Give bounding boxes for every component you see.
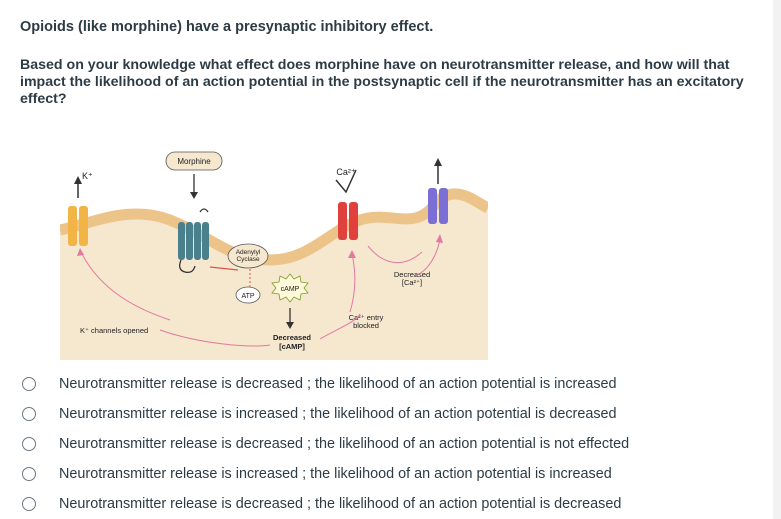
ca-entry-label-2: blocked bbox=[353, 321, 379, 330]
morphine-label: Morphine bbox=[177, 157, 211, 166]
radio-button[interactable] bbox=[22, 407, 36, 421]
answer-option-label[interactable]: Neurotransmitter release is increased ; … bbox=[59, 466, 612, 482]
adenylyl-label: Adenylyl bbox=[236, 249, 261, 256]
answer-option[interactable]: Neurotransmitter release is decreased ; … bbox=[22, 489, 762, 519]
answer-option-label[interactable]: Neurotransmitter release is decreased ; … bbox=[59, 496, 622, 512]
release-channel-icon bbox=[428, 158, 448, 224]
answer-option-label[interactable]: Neurotransmitter release is increased ; … bbox=[59, 406, 617, 422]
k-channels-label: K⁺ channels opened bbox=[80, 326, 148, 335]
decreased-camp-label-2: [cAMP] bbox=[279, 342, 305, 351]
decreased-ca-label-1: Decreased bbox=[394, 270, 430, 279]
k-ion-label: K⁺ bbox=[82, 171, 93, 181]
radio-button[interactable] bbox=[22, 497, 36, 511]
ca-entry-label-1: Ca²⁺ entry bbox=[349, 313, 384, 322]
question-text: Based on your knowledge what effect does… bbox=[20, 57, 744, 107]
opioid-receptor-icon bbox=[178, 208, 209, 274]
cyclase-label: Cyclase bbox=[236, 256, 260, 263]
answer-options: Neurotransmitter release is decreased ; … bbox=[22, 369, 762, 519]
atp-label: ATP bbox=[241, 293, 254, 300]
answer-option[interactable]: Neurotransmitter release is decreased ; … bbox=[22, 369, 762, 399]
answer-option-label[interactable]: Neurotransmitter release is decreased ; … bbox=[59, 376, 617, 392]
camp-label: cAMP bbox=[281, 286, 300, 293]
answer-option[interactable]: Neurotransmitter release is decreased ; … bbox=[22, 429, 762, 459]
answer-option[interactable]: Neurotransmitter release is increased ; … bbox=[22, 459, 762, 489]
scrollbar-track[interactable] bbox=[773, 0, 781, 519]
ca-ion-label: Ca²⁺ bbox=[336, 167, 356, 177]
decreased-camp-label-1: Decreased bbox=[273, 333, 311, 342]
decreased-ca-label-2: [Ca²⁺] bbox=[402, 278, 422, 287]
k-channel-icon bbox=[68, 176, 88, 246]
radio-button[interactable] bbox=[22, 377, 36, 391]
calcium-channel-icon bbox=[335, 169, 358, 240]
radio-button[interactable] bbox=[22, 437, 36, 451]
radio-button[interactable] bbox=[22, 467, 36, 481]
question-title: Opioids (like morphine) have a presynapt… bbox=[20, 19, 434, 35]
synapse-diagram: K⁺ Morphine Adenylyl Cyclase ATP cAMP bbox=[60, 142, 488, 360]
answer-option[interactable]: Neurotransmitter release is increased ; … bbox=[22, 399, 762, 429]
answer-option-label[interactable]: Neurotransmitter release is decreased ; … bbox=[59, 436, 630, 452]
